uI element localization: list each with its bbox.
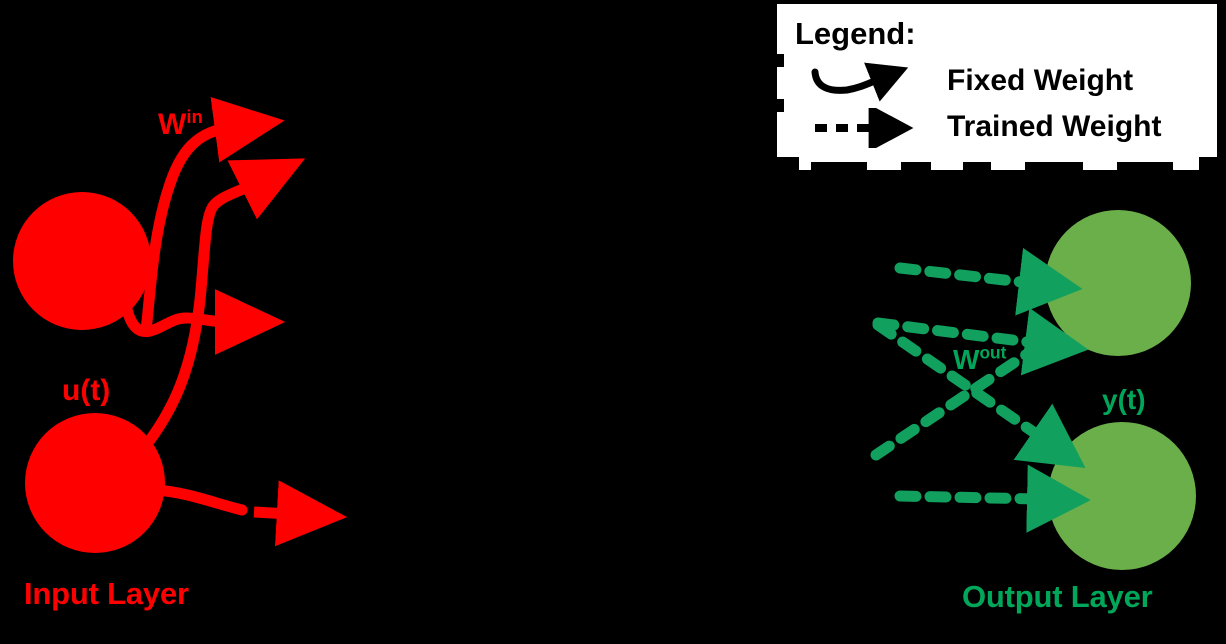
legend: Legend: Fixed Weight: [777, 4, 1217, 170]
input-connection-2: [144, 158, 306, 446]
output-signal-label: y(t): [1102, 384, 1146, 415]
output-connection-4: [872, 319, 1086, 468]
input-signal-label: u(t): [62, 374, 111, 407]
legend-edge-notch: [1025, 162, 1083, 170]
input-node-bottom: [25, 413, 165, 553]
output-connection-3: [870, 342, 1042, 461]
output-node-top: [1045, 210, 1191, 356]
legend-edge-notch: [1117, 162, 1173, 170]
input-weight-superscript: in: [186, 106, 203, 127]
legend-edge-notch: [777, 54, 784, 67]
legend-edge-notch: [777, 99, 784, 112]
output-layer-title: Output Layer: [962, 579, 1153, 614]
curved-solid-arrow-icon: [811, 62, 909, 102]
input-node-top: [13, 192, 151, 330]
legend-title: Legend:: [795, 16, 916, 51]
input-connection-4: [150, 484, 248, 516]
input-connection-3: [120, 288, 286, 355]
output-connection-1: [894, 247, 1083, 316]
legend-label-fixed-weight: Fixed Weight: [947, 64, 1134, 97]
legend-edge-notch: [777, 157, 799, 170]
legend-label-trained-weight: Trained Weight: [947, 110, 1162, 143]
dashed-straight-arrow-icon: [815, 108, 914, 148]
input-weight-label: Win: [158, 107, 203, 141]
legend-edge-notch: [811, 162, 867, 170]
output-weight-base: W: [953, 344, 980, 375]
output-weight-label: Wout: [953, 342, 1007, 375]
legend-edge-notch: [901, 162, 931, 170]
input-weight-base: W: [158, 108, 187, 141]
output-node-bottom: [1048, 422, 1196, 570]
input-connection-4-tail: [253, 480, 348, 547]
input-connection-1: [140, 97, 285, 336]
input-layer-title: Input Layer: [24, 576, 189, 611]
legend-edge-notch: [1199, 157, 1217, 170]
output-connection-5: [894, 464, 1091, 533]
output-weight-superscript: out: [979, 342, 1007, 363]
output-connection-2: [872, 307, 1089, 376]
legend-edge-notch: [963, 162, 991, 170]
